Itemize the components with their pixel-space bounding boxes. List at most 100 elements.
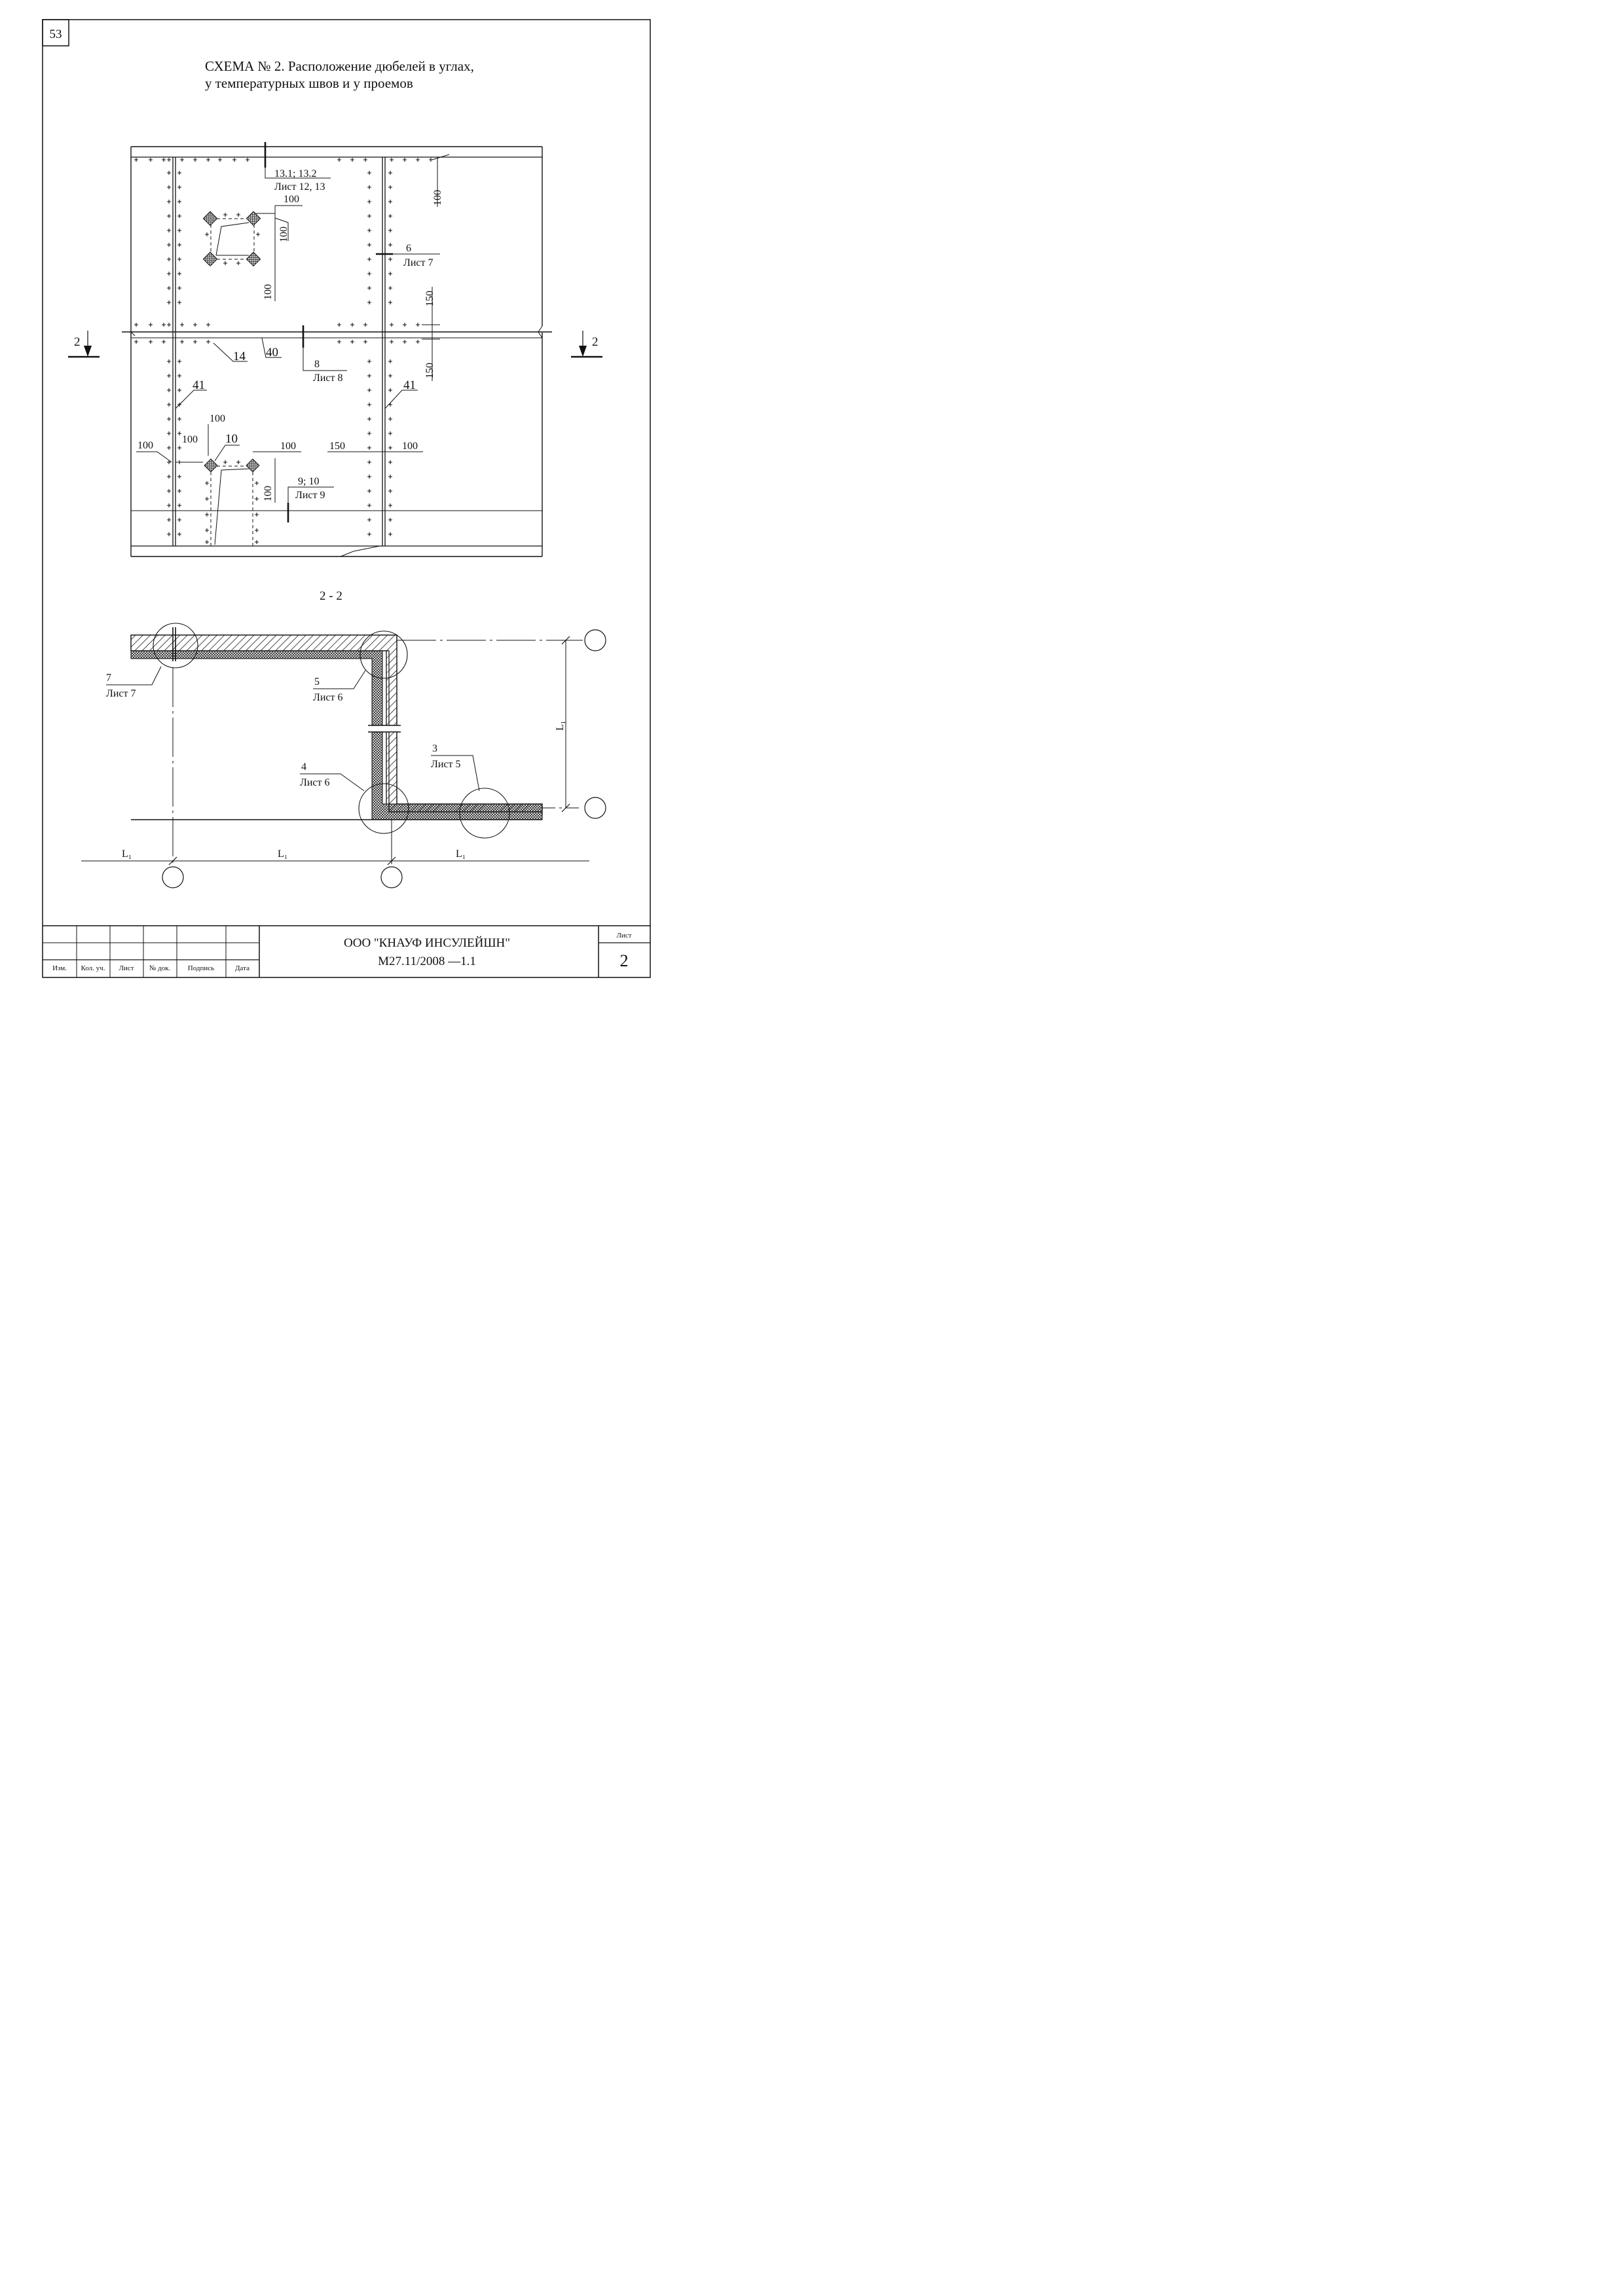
dowel-mark xyxy=(367,388,371,392)
company-name: ООО "КНАУФ ИНСУЛЕЙШН" xyxy=(344,936,510,950)
dowel-mark xyxy=(205,497,209,501)
dowel-mark xyxy=(388,200,392,204)
dowel-mark xyxy=(193,323,197,327)
col-list: Лист xyxy=(119,964,134,972)
dowel-mark xyxy=(167,518,171,522)
dowel-mark xyxy=(337,323,341,327)
dowel-mark xyxy=(350,158,354,162)
dowel-mark xyxy=(205,513,209,517)
dowel-mark xyxy=(363,340,367,344)
dowel-mark xyxy=(180,340,184,344)
dowel-mark xyxy=(193,340,197,344)
dowel-mark xyxy=(193,158,197,162)
dowel-mark xyxy=(367,301,371,304)
dowel-mark xyxy=(177,243,181,247)
dowel-mark xyxy=(337,158,341,162)
callout-3-sheet: Лист 5 xyxy=(431,759,461,770)
dowel-mark xyxy=(177,503,181,507)
dowel-mark xyxy=(180,323,184,327)
dowel-mark xyxy=(205,232,209,236)
dowel-mark xyxy=(367,374,371,378)
dowel-mark xyxy=(134,340,138,344)
dowel-mark xyxy=(167,257,171,261)
dowel-mark xyxy=(367,460,371,464)
dowel-mark xyxy=(367,532,371,536)
col-doc-no: № док. xyxy=(149,964,171,972)
dowel-mark xyxy=(388,257,392,261)
dowel-mark xyxy=(177,489,181,493)
dowel-mark xyxy=(177,228,181,232)
section-mark-left: 2 xyxy=(68,331,100,358)
dowel-mark xyxy=(177,518,181,522)
dowel-mark xyxy=(177,532,181,536)
section-mark-right: 2 xyxy=(571,331,602,358)
callout-7-sheet: Лист 7 xyxy=(106,688,136,699)
dowel-mark xyxy=(388,388,392,392)
dowel-mark xyxy=(388,446,392,450)
dowel-mark xyxy=(337,340,341,344)
dowel-mark xyxy=(167,532,171,536)
section-mark-right-text: 2 xyxy=(592,335,599,349)
dowel-mark xyxy=(388,532,392,536)
label-horizontal-joint: 40 xyxy=(266,346,278,359)
door-opening xyxy=(204,458,260,546)
axis-bubble xyxy=(584,797,606,819)
dowel-mark xyxy=(167,489,171,493)
dowel-mark xyxy=(206,323,210,327)
dim-joint-above: 150 xyxy=(424,291,435,306)
section-title: 2 - 2 xyxy=(320,589,342,603)
dowel-mark xyxy=(367,272,371,276)
dowel-mark xyxy=(177,431,181,435)
dowel-mark xyxy=(149,340,153,344)
dowel-mark xyxy=(223,460,227,464)
dowel-mark xyxy=(167,475,171,479)
dowel-mark xyxy=(236,261,240,265)
dowel-mark xyxy=(255,528,259,532)
col-date: Дата xyxy=(235,964,249,972)
dowel-mark xyxy=(367,489,371,493)
dowel-marks xyxy=(134,158,433,544)
dowel-mark xyxy=(167,243,171,247)
dim-right-joint-left: 150 xyxy=(329,441,345,452)
axis-bubble xyxy=(162,866,184,888)
dowel-mark xyxy=(167,503,171,507)
dowel-mark xyxy=(388,518,392,522)
axis-bubble xyxy=(380,866,403,888)
dowel-mark xyxy=(367,403,371,407)
dowel-mark xyxy=(162,158,166,162)
window-opening xyxy=(202,211,261,267)
dowel-mark xyxy=(134,323,138,327)
dim-door-side: 100 xyxy=(263,486,274,501)
dowel-mark xyxy=(162,323,166,327)
dowel-mark xyxy=(367,228,371,232)
dowel-mark xyxy=(167,214,171,218)
col-signature: Подпись xyxy=(188,964,214,972)
dowel-mark xyxy=(177,200,181,204)
dowel-mark xyxy=(363,158,367,162)
facade-elevation xyxy=(122,142,552,557)
dowel-mark xyxy=(167,403,171,407)
dowel-mark xyxy=(167,286,171,290)
dowel-mark xyxy=(388,286,392,290)
dowel-mark xyxy=(367,171,371,175)
sheet-label: Лист xyxy=(616,932,631,939)
dowel-mark xyxy=(388,475,392,479)
dowel-mark xyxy=(255,513,259,517)
dowel-mark xyxy=(218,158,222,162)
dowel-mark xyxy=(403,323,407,327)
dowel-mark xyxy=(388,301,392,304)
dowel-mark xyxy=(206,158,210,162)
dowel-mark xyxy=(167,374,171,378)
dowel-mark xyxy=(388,431,392,435)
callout-5-num: 5 xyxy=(314,676,320,687)
elevation-labels: 13.1; 13.2 Лист 12, 13 6 Лист 7 8 Лист 8… xyxy=(138,168,443,501)
callout-4-sheet: Лист 6 xyxy=(300,777,330,788)
dowel-mark xyxy=(388,359,392,363)
dowel-mark xyxy=(388,171,392,175)
dowel-mark xyxy=(403,340,407,344)
callout-7-num: 7 xyxy=(106,672,111,683)
dim-bottom-left-a: 100 xyxy=(138,440,153,451)
dowel-mark xyxy=(367,200,371,204)
dowel-mark xyxy=(205,540,209,544)
dowel-mark xyxy=(367,475,371,479)
